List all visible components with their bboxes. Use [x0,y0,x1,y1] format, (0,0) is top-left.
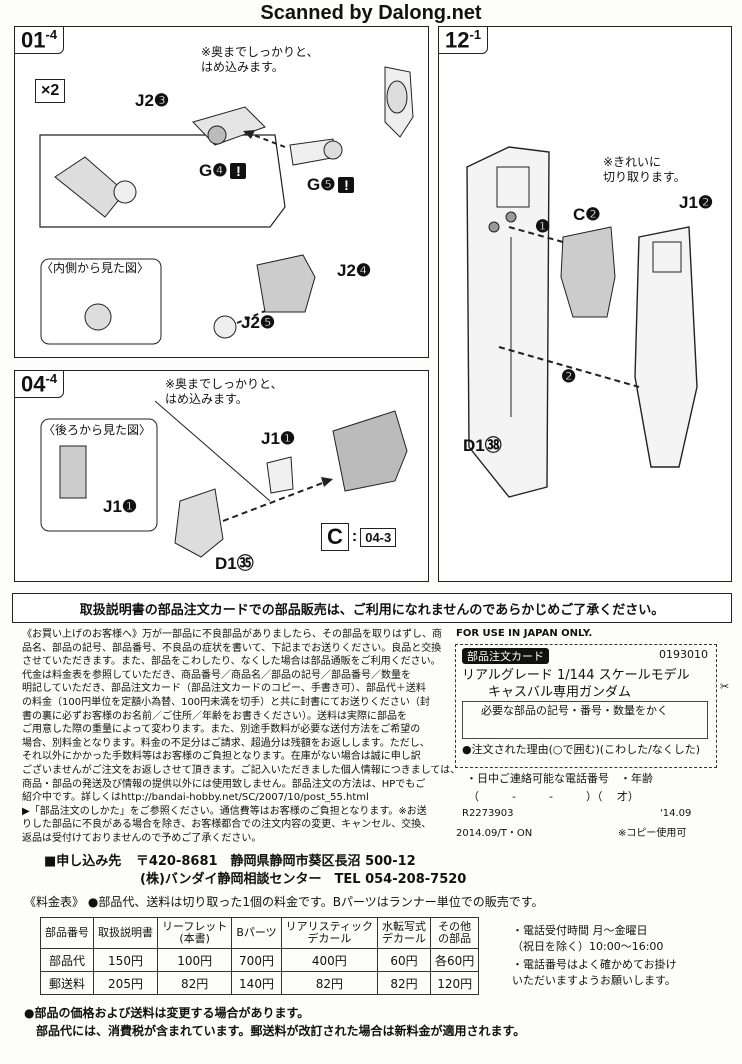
part-label-j2-5: J2❺ [241,313,276,332]
copy-ok-label: ※コピー使用可 [618,828,687,839]
table-cell: 100円 [156,948,233,972]
part-label-g-4: G❹! [199,161,247,181]
step-12-illustration [466,146,698,498]
center-line: (株)バンダイ静岡相談センター TEL 054-208-7520 [140,872,467,887]
phone-check-1: ・電話番号はよく確かめてお掛け [512,958,677,971]
watermark: Scanned by Dalong.net [260,2,482,24]
fee-title: 《料金表》 [24,895,85,909]
card-reason[interactable]: ●注文された理由(○で囲む)(こわした/なくした) [462,743,701,756]
apply-label: ■申し込み先 [44,854,122,869]
fee-header: 水転写式 デカール [377,917,432,949]
table-cell: 部品代 [40,948,94,972]
table-cell: 郵送料 [40,971,94,995]
fee-header: リーフレット (本書) [156,917,233,949]
arrow-badge-1: ❶ [535,217,551,236]
table-cell: 140円 [231,971,282,995]
scissor-icon: ✂ [720,680,730,693]
table-cell: 205円 [93,971,158,995]
table-cell: 82円 [377,971,432,995]
card-parts-field[interactable]: 必要な部品の記号・番号・数量をかく [462,701,708,739]
step-01-panel: 01-4 ×2 ※奥までしっかりと、 はめ込みます。 J2❸ G❹! G❺! 〈… [14,26,429,358]
card-code: 0193010 [659,648,708,661]
phone-check-2: いただいますようお願いします。 [512,974,676,987]
card-product-line-1: リアルグレード 1/144 スケールモデル [462,668,690,683]
part-label-j2-3: J2❸ [135,91,170,110]
part-label-j1-1-back: J1❶ [103,497,138,516]
fee-header: Bパーツ [231,917,282,949]
part-label-g-5: G❺! [307,175,355,195]
step-04-panel: 04-4 ※奥までしっかりと、 はめ込みます。 〈後ろから見た図〉 J1❶ J1… [14,370,429,582]
step-04-note: ※奥までしっかりと、 はめ込みます。 [165,377,283,406]
table-cell: 120円 [430,971,480,995]
reference-step-badge: C : 04-3 [321,523,397,551]
card-title: 部品注文カード [462,648,549,664]
table-cell: 400円 [280,948,379,972]
card-date: '14.09 [660,808,692,819]
table-cell: 82円 [156,971,233,995]
step-12-panel: 12-1 ※きれいに 切り取ります。 ❶ ❷ C❷ J1❷ D1㊳ [438,26,732,582]
table-cell: 150円 [93,948,158,972]
table-cell: 各60円 [430,948,480,972]
part-label-j1-1: J1❶ [261,429,296,448]
step-01-number: 01-4 [14,26,65,55]
step-01-note: ※奥までしっかりと、 はめ込みます。 [201,45,319,74]
order-card: 部品注文カード 0193010 リアルグレード 1/144 スケールモデル キャ… [455,644,717,768]
card-phone-label: ・日中ご連絡可能な電話番号 ・年齢 [466,772,653,785]
apply-line: ■申し込み先 〒420-8681 静岡県静岡市葵区長沼 500-12 [44,850,416,869]
print-code: 2014.09/T・ON [456,828,533,839]
card-product-line-2: キャスバル専用ガンダム [488,685,632,700]
fee-header: 部品番号 [40,917,94,949]
multiplier-badge: ×2 [35,79,66,103]
fee-header: その他 の部品 [430,917,480,949]
part-label-j1-2: J1❷ [679,193,714,212]
table-cell: 82円 [280,971,379,995]
table-cell: 60円 [377,948,432,972]
fee-table: 部品番号 取扱説明書 リーフレット (本書) Bパーツ リアリスティック デカー… [40,917,480,995]
step-04-number: 04-4 [14,370,65,399]
ref-letter: C [321,523,349,551]
warning-icon: ! [230,163,247,179]
card-id: R2273903 [462,808,514,819]
phone-hours-1: ・電話受付時間 月〜金曜日 [512,924,648,937]
warning-icon: ! [338,177,355,193]
part-label-d1-38: D1㊳ [463,436,502,455]
fee-title-line: 《料金表》 ●部品代、送料は切り取った1個の料金です。Bパーツはランナー単位での… [24,893,544,910]
apply-address: 〒420-8681 静岡県静岡市葵区長沼 500-12 [135,854,416,869]
fee-header: リアリスティック デカール [280,917,379,949]
order-banner: 取扱説明書の部品注文カードでの部品販売は、ご利用になれませんのであらかじめご了承… [12,593,732,623]
footer-line-1: ●部品の価格および送料は変更する場合があります。 [24,1006,310,1020]
phone-hours-2: （祝日を除く）10:00〜16:00 [512,940,664,953]
arrow-badge-2: ❷ [561,367,577,386]
table-row: 郵送料 205円 82円 140円 82円 82円 120円 [40,971,480,995]
card-phone-field[interactable]: （ - - ）（ 才） [468,790,639,803]
back-view-label: 〈後ろから見た図〉 [43,423,152,437]
fee-header: 取扱説明書 [93,917,158,949]
step-12-number: 12-1 [438,26,489,55]
japan-only-label: FOR USE IN JAPAN ONLY. [456,628,593,639]
part-label-d1-35: D1㉟ [215,554,254,573]
table-row: 部品代 150円 100円 700円 400円 60円 各60円 [40,948,480,972]
step-04-illustration [40,400,408,558]
ref-step: 04-3 [360,527,397,547]
step-12-note: ※きれいに 切り取ります。 [603,155,686,184]
order-instructions: 《お買い上げのお客様へ》万が一部品に不良部品がありましたら、その部品を取りはずし… [22,629,461,844]
part-label-j2-4: J2❹ [337,261,372,280]
footer-line-2: 部品代には、消費税が含まれています。郵送料が改訂された場合は新料金が適用されます… [36,1024,526,1038]
part-label-c-2: C❷ [573,205,601,224]
table-cell: 700円 [231,948,282,972]
fee-desc: ●部品代、送料は切り取った1個の料金です。Bパーツはランナー単位での販売です。 [87,895,544,909]
step-01-illustration [39,66,414,345]
inside-view-label: 〈内側から見た図〉 [41,261,150,275]
fee-header-row: 部品番号 取扱説明書 リーフレット (本書) Bパーツ リアリスティック デカー… [40,917,480,949]
ref-colon: : [351,528,358,545]
